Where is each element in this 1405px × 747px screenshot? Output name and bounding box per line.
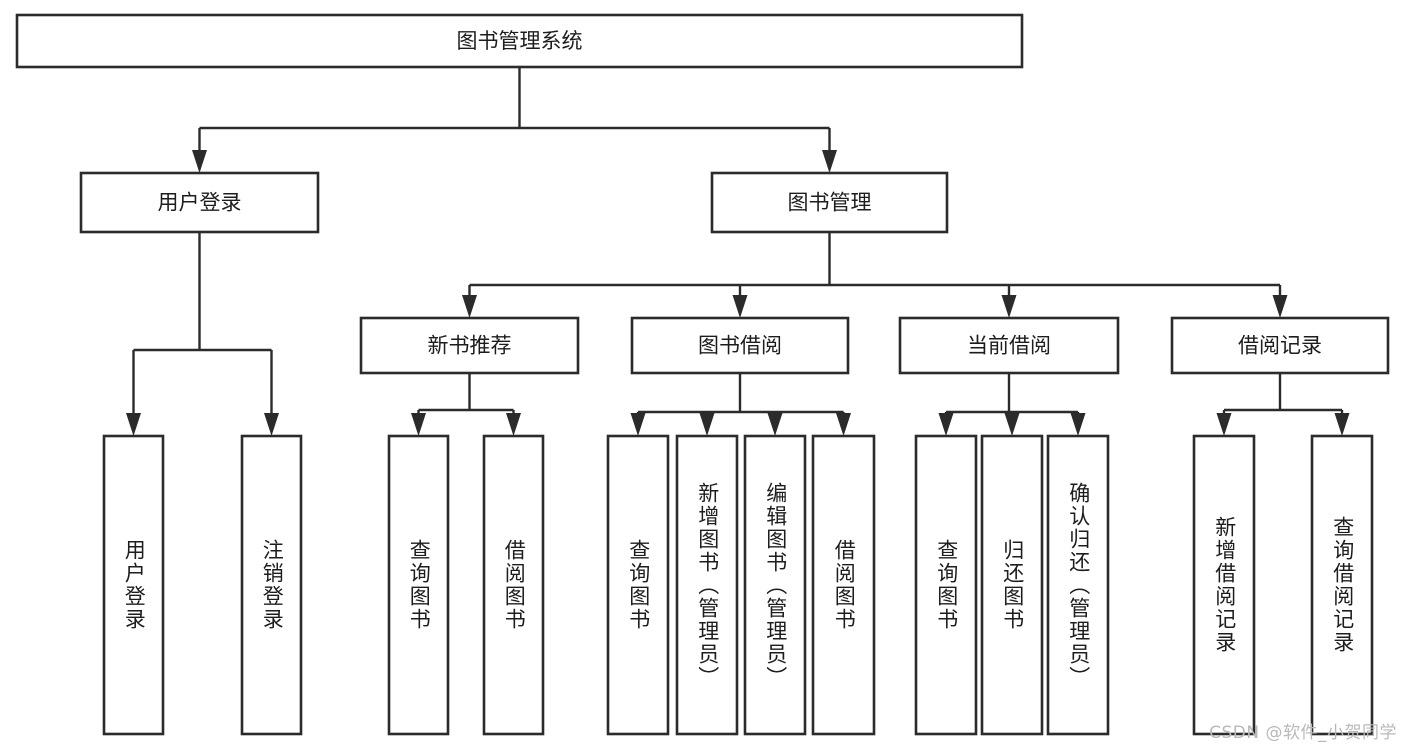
node-label-leaf-confirm-return-admin: 确认归还（管理员） bbox=[1066, 481, 1091, 689]
connector-layer bbox=[126, 67, 1350, 436]
arrow-head-icon bbox=[938, 413, 954, 436]
node-label-leaf-add-borrow-record: 新增借阅记录 bbox=[1212, 516, 1237, 654]
arrow-head-icon bbox=[699, 413, 715, 436]
node-box-leaf-logout-login[interactable] bbox=[240, 434, 303, 736]
node-box-leaf-return-book[interactable] bbox=[980, 434, 1044, 736]
node-label-leaf-query-book-cur: 查询图书 bbox=[934, 539, 959, 631]
node-label-leaf-return-book: 归还图书 bbox=[1000, 539, 1025, 631]
node-box-leaf-edit-book-admin[interactable] bbox=[743, 434, 807, 736]
arrow-head-icon bbox=[822, 150, 837, 173]
node-box-leaf-query-book-borrow[interactable] bbox=[606, 434, 670, 736]
arrow-head-icon bbox=[1272, 295, 1288, 318]
arrow-head-icon bbox=[836, 413, 851, 436]
node-box-user-login[interactable] bbox=[79, 171, 320, 234]
node-label-borrow-record: 借阅记录 bbox=[1238, 334, 1322, 358]
arrow-head-icon bbox=[411, 413, 426, 436]
arrow-head-icon bbox=[462, 295, 477, 318]
arrow-head-icon bbox=[630, 413, 646, 436]
node-label-leaf-borrow-book-rec: 借阅图书 bbox=[502, 539, 527, 631]
node-box-new-book-recommend[interactable] bbox=[359, 316, 580, 375]
arrow-head-icon bbox=[1216, 413, 1232, 436]
node-label-user-login: 用户登录 bbox=[158, 191, 242, 215]
node-label-root: 图书管理系统 bbox=[457, 29, 583, 53]
node-box-leaf-query-book-cur[interactable] bbox=[914, 434, 978, 736]
arrow-head-icon bbox=[1004, 413, 1020, 436]
node-label-new-book-recommend: 新书推荐 bbox=[428, 334, 512, 358]
node-label-current-borrow: 当前借阅 bbox=[967, 334, 1051, 358]
arrow-head-icon bbox=[506, 413, 521, 436]
arrow-head-icon bbox=[767, 413, 783, 436]
node-label-book-manage: 图书管理 bbox=[788, 191, 872, 215]
watermark: CSDN @软件_小贺同学 bbox=[1209, 723, 1397, 743]
node-box-root[interactable] bbox=[15, 13, 1024, 69]
node-box-book-manage[interactable] bbox=[710, 171, 949, 234]
node-label-leaf-query-borrow-record: 查询借阅记录 bbox=[1330, 516, 1355, 654]
node-box-current-borrow[interactable] bbox=[898, 316, 1120, 375]
arrow-head-icon bbox=[1001, 295, 1017, 318]
node-label-leaf-query-book-borrow: 查询图书 bbox=[626, 539, 651, 631]
node-label-leaf-add-book-admin: 新增图书（管理员） bbox=[695, 481, 720, 689]
node-box-leaf-borrow-book-rec[interactable] bbox=[482, 434, 545, 736]
node-label-leaf-edit-book-admin: 编辑图书（管理员） bbox=[763, 481, 788, 689]
node-rect-layer bbox=[15, 13, 1390, 736]
arrow-head-icon bbox=[1334, 413, 1350, 436]
node-box-leaf-add-borrow-record[interactable] bbox=[1192, 434, 1256, 736]
node-box-leaf-borrow-book[interactable] bbox=[811, 434, 876, 736]
node-box-leaf-add-book-admin[interactable] bbox=[675, 434, 739, 736]
arrow-head-icon bbox=[1070, 413, 1086, 436]
node-label-leaf-user-login: 用户登录 bbox=[122, 539, 147, 631]
node-box-borrow-record[interactable] bbox=[1170, 316, 1390, 375]
node-box-leaf-query-book-rec[interactable] bbox=[387, 434, 450, 736]
node-label-book-borrow: 图书借阅 bbox=[698, 334, 782, 358]
node-box-book-borrow[interactable] bbox=[630, 316, 850, 375]
arrow-head-icon bbox=[192, 150, 207, 173]
node-label-leaf-query-book-rec: 查询图书 bbox=[407, 539, 432, 631]
arrow-head-icon bbox=[126, 413, 141, 436]
node-box-leaf-user-login[interactable] bbox=[102, 434, 165, 736]
node-box-leaf-query-borrow-record[interactable] bbox=[1310, 434, 1374, 736]
node-label-leaf-logout-login: 注销登录 bbox=[260, 539, 285, 631]
node-label-leaf-borrow-book: 借阅图书 bbox=[832, 539, 857, 631]
arrow-head-icon bbox=[264, 413, 279, 436]
node-box-leaf-confirm-return-admin[interactable] bbox=[1046, 434, 1110, 736]
arrow-head-icon bbox=[732, 295, 748, 318]
